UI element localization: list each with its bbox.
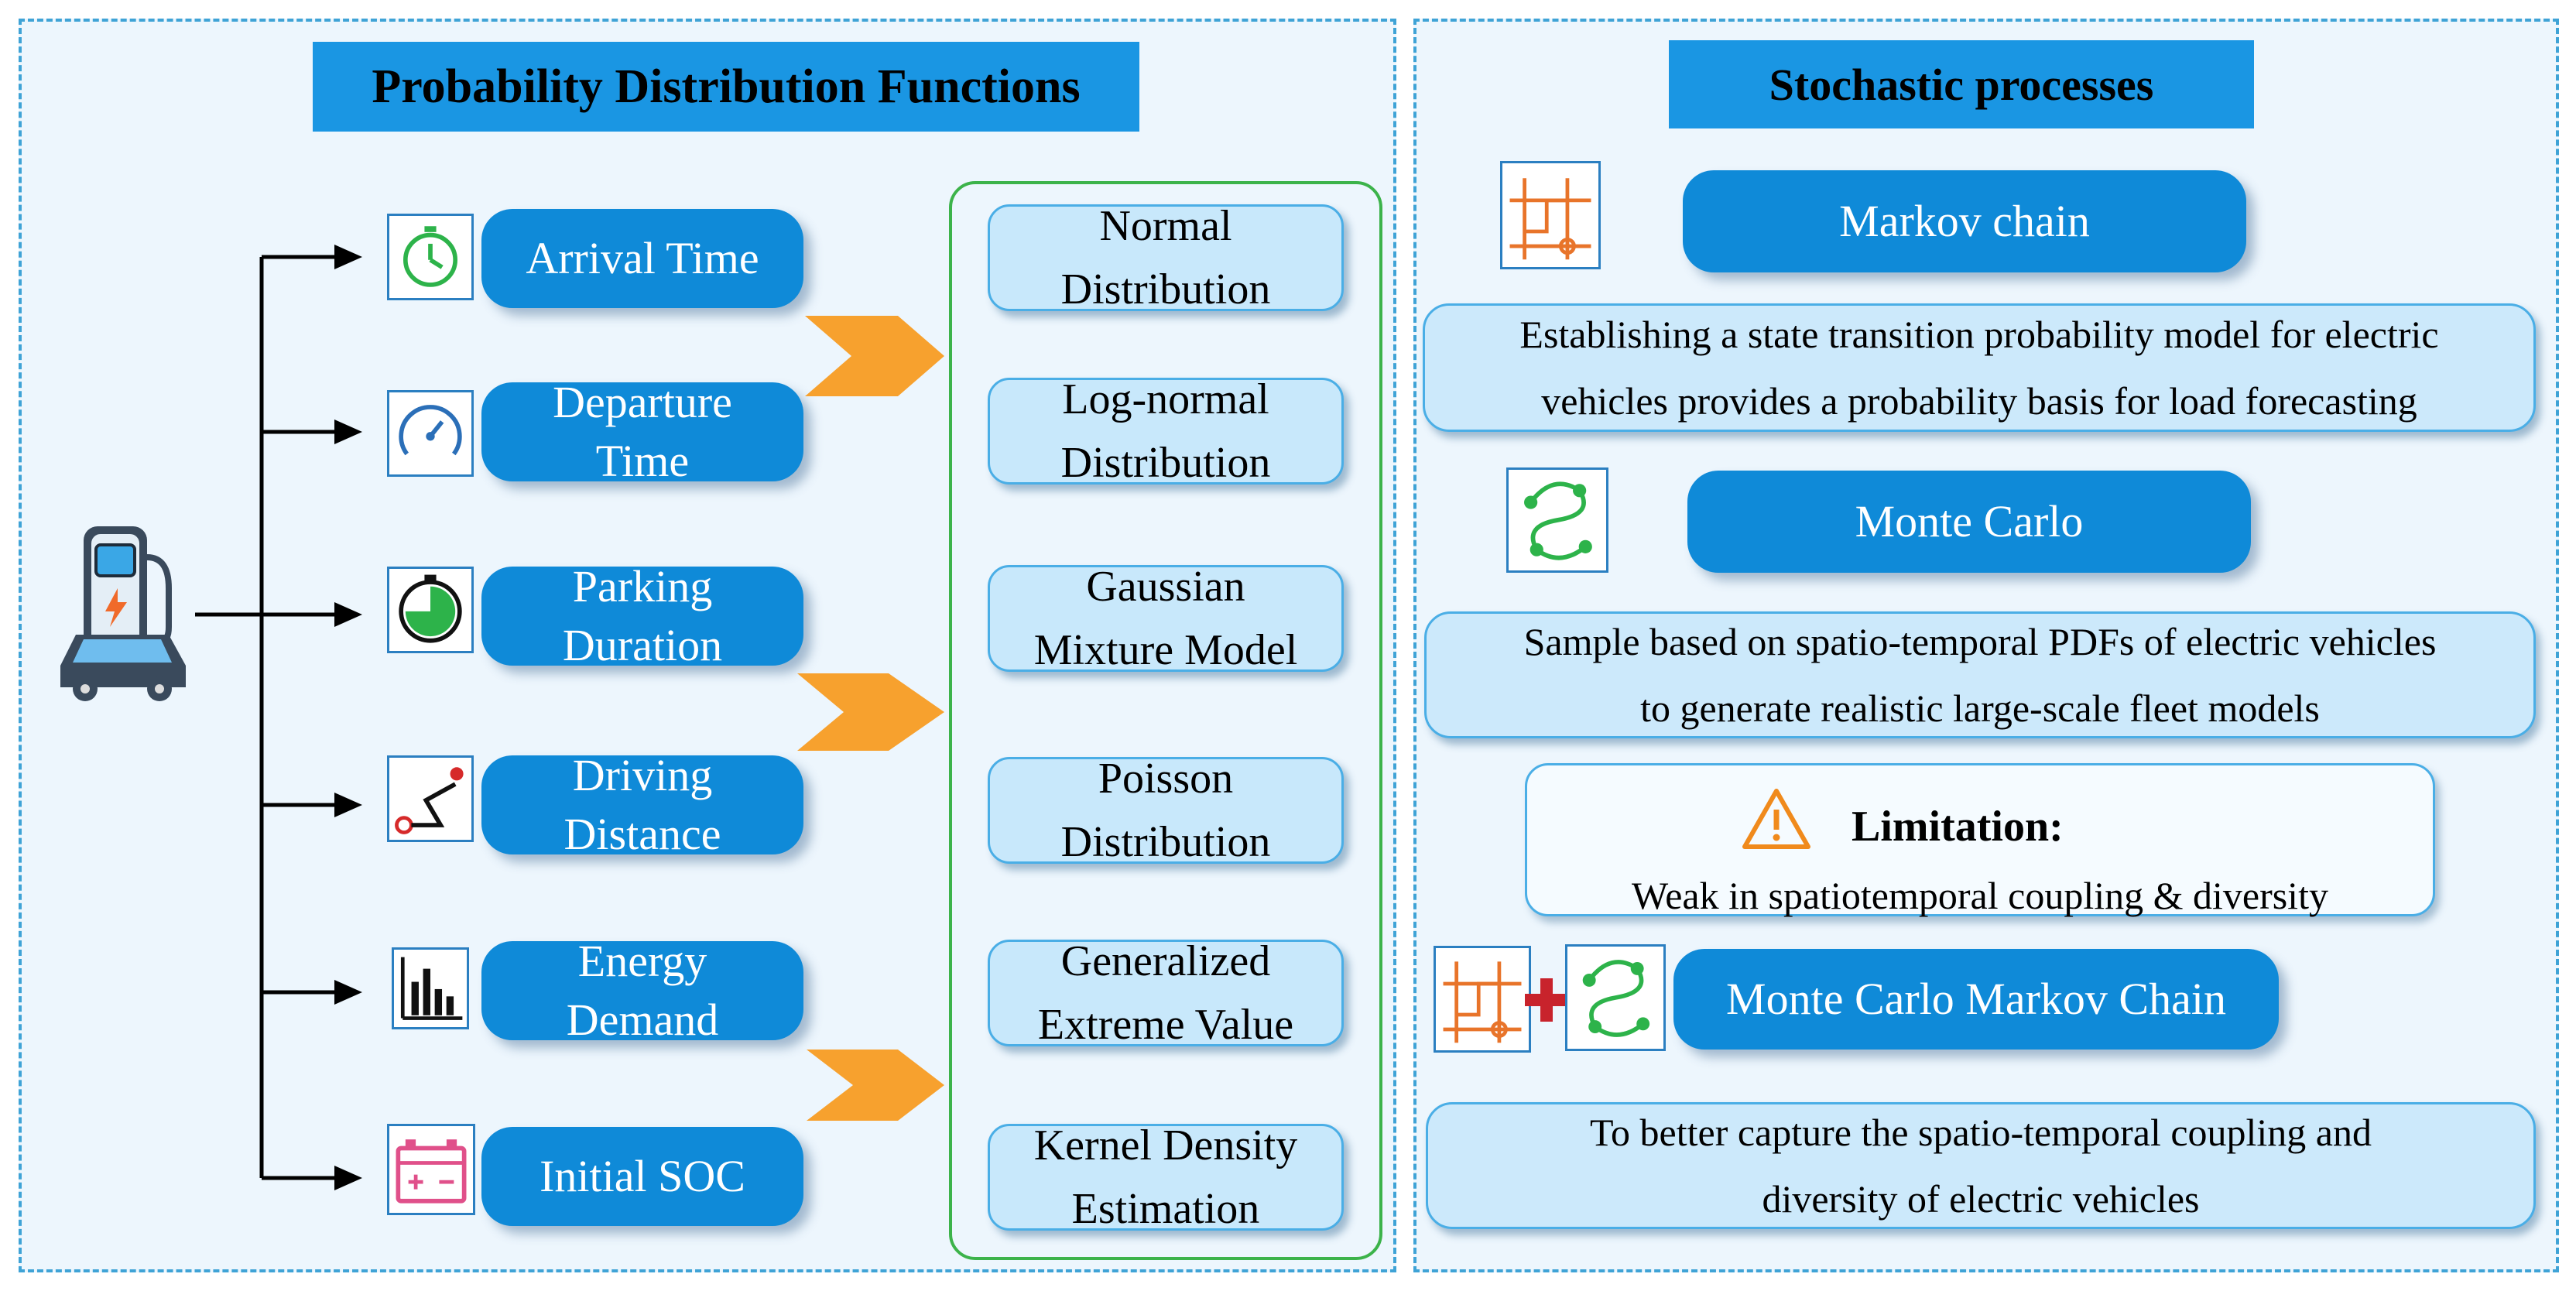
clock-icon	[387, 214, 474, 300]
chevron-arrows	[797, 316, 944, 1121]
factor-arrival-time: Arrival Time	[481, 209, 803, 308]
dist-generalized-extreme-value: Generalized Extreme Value	[988, 937, 1344, 1049]
distributions-group	[949, 181, 1382, 1260]
route-icon	[387, 755, 474, 842]
markov-chain-description: Establishing a state transition probabil…	[1423, 303, 2536, 432]
factor-departure-time: Departure Time	[481, 377, 803, 486]
left-panel-title: Probability Distribution Functions	[313, 42, 1139, 132]
factor-energy-demand: Energy Demand	[481, 936, 803, 1045]
ev-charging-station-icon	[53, 511, 192, 704]
chevron-arrow-bottom	[807, 1050, 944, 1121]
monte-carlo-pill: Monte Carlo	[1687, 471, 2251, 573]
connector-lines	[195, 245, 362, 1190]
dist-poisson: Poisson Distribution	[988, 755, 1344, 866]
markov-chain-pill: Markov chain	[1683, 170, 2246, 272]
limitation-text: Weak in spatiotemporal coupling & divers…	[1632, 874, 2328, 917]
limitation-title: Limitation:	[1852, 803, 2064, 851]
factor-parking-duration: Parking Duration	[481, 561, 803, 670]
battery-icon	[387, 1124, 475, 1215]
bar-chart-icon	[392, 947, 469, 1029]
chevron-arrow-top	[805, 316, 944, 396]
plus-icon	[1525, 977, 1568, 1023]
monte-carlo-description: Sample based on spatio-temporal PDFs of …	[1424, 611, 2536, 738]
mcmc-description: To better capture the spatio-temporal co…	[1426, 1102, 2536, 1229]
chevron-arrow-middle	[797, 673, 944, 751]
dist-log-normal: Log-normal Distribution	[988, 375, 1344, 487]
gauge-icon	[387, 390, 474, 477]
monte-carlo-small-icon	[1565, 944, 1666, 1051]
dist-gaussian-mixture: Gaussian Mixture Model	[988, 563, 1344, 674]
factor-initial-soc: Initial SOC	[481, 1127, 803, 1226]
markov-chain-small-icon	[1434, 946, 1531, 1053]
markov-chain-icon	[1500, 161, 1601, 269]
timer-icon	[387, 567, 474, 653]
mcmc-pill: Monte Carlo Markov Chain	[1673, 949, 2279, 1050]
monte-carlo-icon	[1506, 467, 1608, 573]
right-panel-title: Stochastic processes	[1669, 40, 2254, 128]
dist-normal: Normal Distribution	[988, 202, 1344, 313]
limitation-box	[1525, 763, 2435, 916]
factor-driving-distance: Driving Distance	[481, 750, 803, 859]
warning-icon	[1742, 786, 1811, 851]
dist-kernel-density: Kernel Density Estimation	[988, 1121, 1344, 1233]
